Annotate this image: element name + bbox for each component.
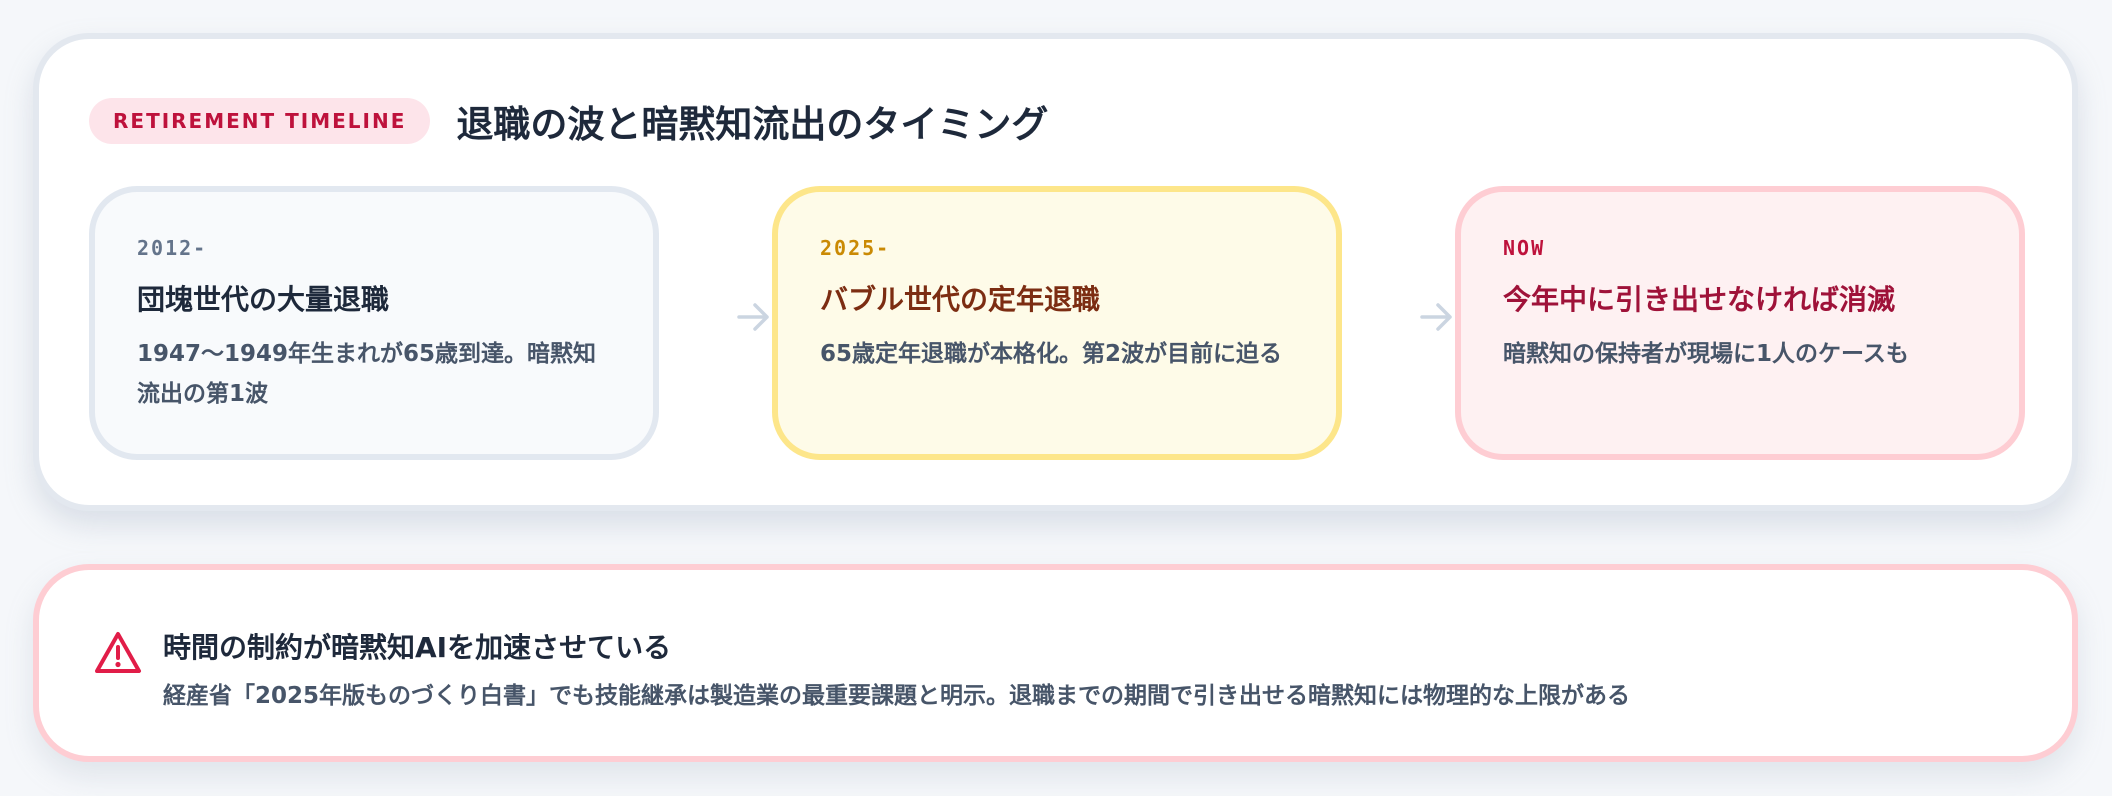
- timeline-card-2025: 2025- バブル世代の定年退職 65歳定年退職が本格化。第2波が目前に迫る: [772, 186, 1342, 460]
- retirement-timeline-panel: RETIREMENT TIMELINE 退職の波と暗黙知流出のタイミング 201…: [33, 33, 2078, 511]
- card-description: 65歳定年退職が本格化。第2波が目前に迫る: [820, 341, 1283, 367]
- panel-header: RETIREMENT TIMELINE 退職の波と暗黙知流出のタイミング: [89, 97, 1049, 146]
- card-period: 2012-: [137, 236, 208, 260]
- arrow-right-icon: [737, 303, 769, 331]
- callout-title: 時間の制約が暗黙知AIを加速させている: [163, 631, 672, 664]
- timeline-cards: 2012- 団塊世代の大量退職 1947〜1949年生まれが65歳到達。暗黙知流…: [89, 186, 2028, 460]
- card-period: NOW: [1503, 236, 1546, 260]
- card-title: バブル世代の定年退職: [820, 283, 1101, 316]
- callout-text: 経産省「2025年版ものづくり白書」でも技能継承は製造業の最重要課題と明示。退職…: [163, 683, 1631, 709]
- card-title: 今年中に引き出せなければ消滅: [1503, 283, 1896, 316]
- card-period: 2025-: [820, 236, 891, 260]
- timeline-card-now: NOW 今年中に引き出せなければ消滅 暗黙知の保持者が現場に1人のケースも: [1455, 186, 2025, 460]
- card-description: 1947〜1949年生まれが65歳到達。暗黙知流出の第1波: [137, 341, 597, 407]
- section-tag: RETIREMENT TIMELINE: [89, 98, 431, 144]
- timeline-card-2012: 2012- 団塊世代の大量退職 1947〜1949年生まれが65歳到達。暗黙知流…: [89, 186, 659, 460]
- card-title: 団塊世代の大量退職: [137, 283, 390, 316]
- warning-callout: 時間の制約が暗黙知AIを加速させている 経産省「2025年版ものづくり白書」でも…: [33, 564, 2078, 762]
- card-description: 暗黙知の保持者が現場に1人のケースも: [1503, 341, 1909, 367]
- warning-icon: [95, 632, 141, 673]
- panel-title: 退職の波と暗黙知流出のタイミング: [456, 103, 1049, 146]
- arrow-right-icon: [1420, 303, 1452, 331]
